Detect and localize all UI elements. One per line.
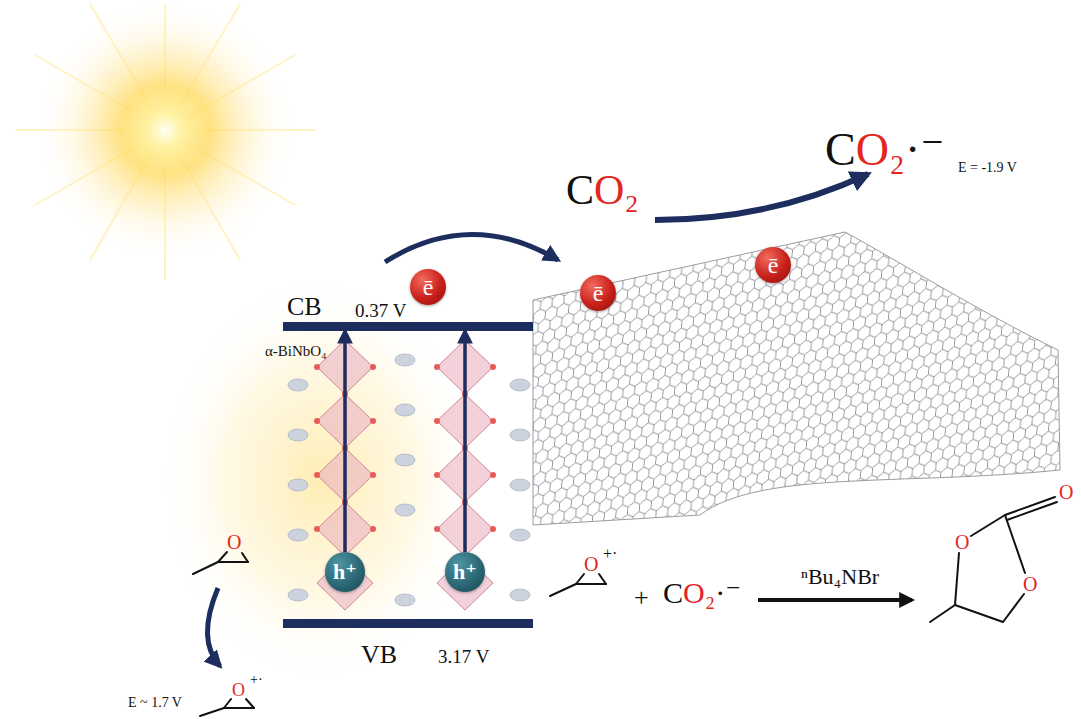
electron-symbol: ē — [593, 281, 604, 305]
energy-band: CB 0.37 V — [283, 292, 533, 331]
sun — [15, 0, 315, 280]
atom-label: O — [584, 553, 598, 576]
reaction-arrow — [758, 598, 912, 602]
formula-part: ₂ — [705, 576, 715, 609]
formula-part: C — [566, 167, 594, 213]
electron-symbol: ē — [423, 275, 434, 299]
catalyst-label: ⁿBu₄NBr — [801, 564, 879, 589]
electron-symbol: ē — [768, 253, 779, 277]
hole-symbol: h⁺ — [333, 561, 357, 583]
electron-circle: ē — [755, 247, 791, 283]
electron-circle: ē — [580, 275, 616, 311]
atom-label: O — [232, 680, 245, 701]
hole-circle: h⁺ — [445, 552, 485, 592]
formula-part: ₂ — [624, 167, 639, 213]
atom-label: O — [227, 531, 241, 554]
excitation-arrow — [463, 331, 467, 552]
molecule-bonds — [193, 497, 1057, 716]
charge-label: +· — [603, 545, 617, 563]
oxidation-arrow — [207, 588, 220, 666]
band-potential: 0.37 V — [355, 300, 406, 322]
potential-value: E ~ 1.7 V — [128, 695, 182, 711]
atom-label: O — [1059, 481, 1073, 504]
formula-part: ₂ — [889, 124, 905, 175]
band-name: VB — [361, 640, 397, 670]
band-name: CB — [287, 292, 322, 322]
electron-circle: ē — [410, 269, 446, 305]
crystal-structure — [288, 340, 530, 610]
charge-label: +· — [250, 672, 263, 688]
atom-label: O — [955, 531, 969, 554]
graphene-sheet — [533, 232, 1060, 525]
hole-symbol: h⁺ — [453, 561, 477, 583]
molecule-formula: CO₂ — [566, 166, 639, 214]
formula-part: ⁻ — [725, 576, 741, 609]
atom-label: O — [1023, 573, 1037, 596]
formula-part: O — [594, 167, 624, 213]
formula-part: O — [683, 576, 705, 609]
reduction-arrow — [655, 174, 868, 220]
plus-sign: + — [634, 583, 649, 613]
formula-part: O — [856, 124, 889, 175]
electron-transfer-arrow — [385, 234, 558, 262]
potential-value: E = -1.9 V — [958, 160, 1017, 176]
band-potential: 3.17 V — [438, 646, 489, 668]
material-name: α-BiNbO₄ — [265, 343, 326, 360]
radical-formula: CO₂·⁻ — [663, 576, 741, 611]
excitation-arrow — [343, 331, 347, 552]
formula-part: · — [905, 124, 920, 175]
formula-part: · — [715, 576, 725, 609]
hole-circle: h⁺ — [325, 552, 365, 592]
formula-part: ⁻ — [920, 124, 944, 175]
formula-part: C — [663, 576, 683, 609]
energy-band: VB 3.17 V — [283, 619, 533, 667]
formula-part: C — [825, 124, 856, 175]
radical-formula: CO₂·⁻ — [825, 124, 945, 177]
